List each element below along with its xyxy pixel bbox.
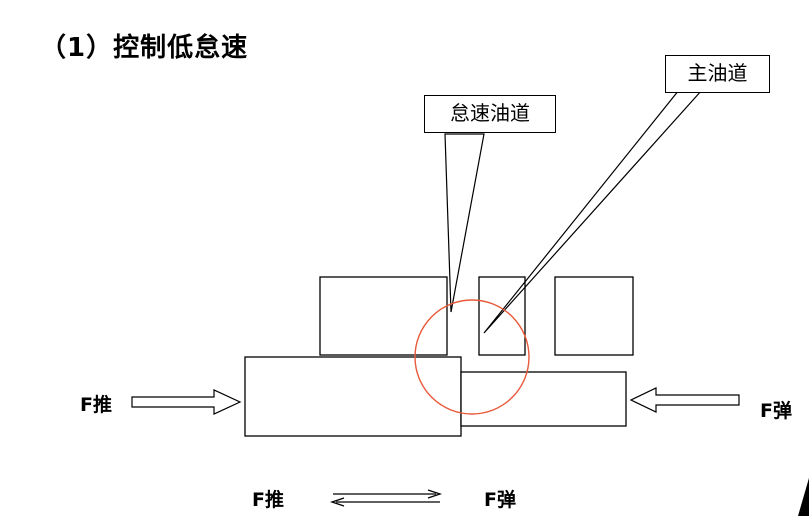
double-arrow-top-head	[427, 489, 443, 499]
upper-block-middle	[478, 276, 526, 356]
spool-left	[244, 356, 462, 437]
main-channel-label: 主油道	[665, 55, 770, 93]
bottom-spring-label: F弹	[484, 489, 516, 511]
spool-right	[460, 371, 627, 427]
push-arrow	[131, 389, 242, 415]
upper-block-right	[554, 276, 634, 356]
edge-shape	[798, 478, 809, 516]
bottom-push-label: F推	[252, 489, 284, 511]
page-title: （1）控制低怠速	[40, 33, 249, 63]
upper-block-left	[319, 276, 448, 356]
idle-channel-leader	[444, 133, 485, 313]
spring-arrow	[629, 387, 740, 413]
idle-channel-label: 怠速油道	[424, 95, 556, 133]
highlight-circle	[414, 299, 530, 415]
spring-force-label: F弹	[760, 400, 792, 422]
double-arrow-bottom-head	[329, 497, 345, 507]
push-force-label: F推	[80, 394, 112, 416]
